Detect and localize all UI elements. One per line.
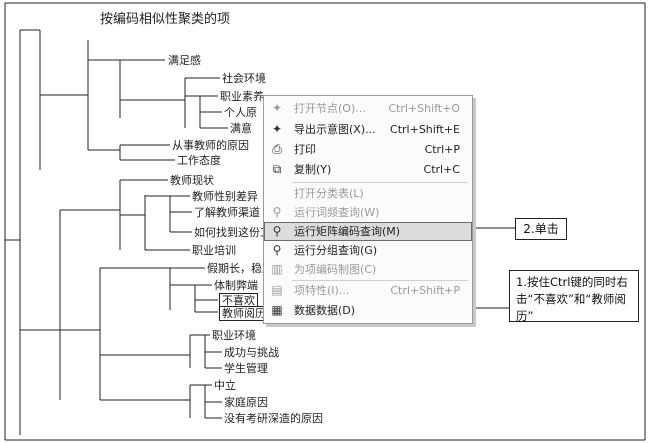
callout-step2: 2.单击 bbox=[515, 218, 567, 240]
tree-node[interactable]: 假期长，稳定 bbox=[207, 262, 273, 275]
tree-node[interactable]: 了解教师渠道 bbox=[194, 206, 260, 219]
menu-item-open-classification[interactable]: 打开分类表(L) bbox=[294, 187, 364, 200]
tree-node[interactable]: 成功与挑战 bbox=[224, 346, 279, 359]
tree-node[interactable]: 中立 bbox=[214, 379, 236, 392]
tree-node[interactable]: 从事教师的原因 bbox=[172, 139, 249, 152]
properties-icon: ▤ bbox=[271, 283, 283, 297]
menu-item-open-node[interactable]: ✦ 打开节点(O)... Ctrl+Shift+O bbox=[264, 99, 472, 118]
open-node-icon: ✦ bbox=[271, 101, 283, 115]
menu-item-print[interactable]: ⎙ 打印 Ctrl+P bbox=[264, 140, 472, 159]
tree-node[interactable]: 家庭原因 bbox=[224, 396, 268, 409]
print-icon: ⎙ bbox=[272, 142, 282, 156]
group-query-icon: ⚲ bbox=[272, 243, 282, 257]
callout-step1: 1.按住Ctrl键的同时右击“不喜欢”和“教师阅历” bbox=[509, 270, 639, 323]
tree-node[interactable]: 职业环境 bbox=[212, 329, 256, 342]
tree-node[interactable]: 没有考研深造的原因 bbox=[224, 412, 323, 425]
tree-node[interactable]: 职业培训 bbox=[192, 244, 236, 257]
matrix-query-icon: ⚲ bbox=[272, 224, 282, 238]
menu-separator bbox=[292, 182, 468, 183]
tree-node[interactable]: 满足感 bbox=[168, 54, 201, 67]
menu-separator bbox=[292, 280, 468, 281]
tree-node[interactable]: 体制弊端 bbox=[214, 279, 258, 292]
menu-item-matrix-query[interactable]: ⚲ 运行矩阵编码查询(M) bbox=[264, 222, 472, 241]
tree-node[interactable]: 教师性别差异 bbox=[192, 190, 258, 203]
menu-item-copy[interactable]: ⧉ 复制(Y) Ctrl+C bbox=[264, 160, 472, 179]
export-diagram-icon: ✦ bbox=[271, 122, 283, 136]
copy-icon: ⧉ bbox=[272, 162, 282, 176]
tree-node-selected[interactable]: 教师阅历 bbox=[219, 306, 269, 321]
tree-node[interactable]: 个人原 bbox=[224, 106, 257, 119]
dataset-icon: ▦ bbox=[271, 303, 283, 317]
context-menu: ✦ 打开节点(O)... Ctrl+Shift+O ✦ 导出示意图(X)... … bbox=[263, 95, 473, 324]
tree-node[interactable]: 工作态度 bbox=[177, 154, 221, 167]
tree-node[interactable]: 满意 bbox=[230, 122, 252, 135]
page-title: 按编码相似性聚类的项 bbox=[100, 12, 231, 27]
tree-node[interactable]: 职业素养 bbox=[220, 90, 264, 103]
menu-item-word-query[interactable]: ⚲ 运行词频查询(W) bbox=[264, 203, 472, 222]
tree-node[interactable]: 社会环境 bbox=[222, 72, 266, 85]
menu-item-group-query[interactable]: ⚲ 运行分组查询(G) bbox=[264, 241, 472, 260]
chart-icon: ▥ bbox=[271, 262, 283, 276]
tree-node-selected[interactable]: 不喜欢 bbox=[219, 293, 258, 308]
menu-item-properties[interactable]: ▤ 项特性(I)... Ctrl+Shift+P bbox=[264, 281, 472, 300]
tree-node[interactable]: 教师现状 bbox=[170, 174, 214, 187]
tree-node[interactable]: 如何找到这份工 bbox=[194, 226, 271, 239]
word-query-icon: ⚲ bbox=[272, 205, 282, 219]
menu-item-export-diagram[interactable]: ✦ 导出示意图(X)... Ctrl+Shift+E bbox=[264, 120, 472, 139]
menu-item-coding-chart[interactable]: ▥ 为项编码制图(C) bbox=[264, 260, 472, 279]
menu-item-dataset[interactable]: ▦ 数据数据(D) bbox=[264, 301, 472, 320]
tree-node[interactable]: 学生管理 bbox=[224, 362, 268, 375]
